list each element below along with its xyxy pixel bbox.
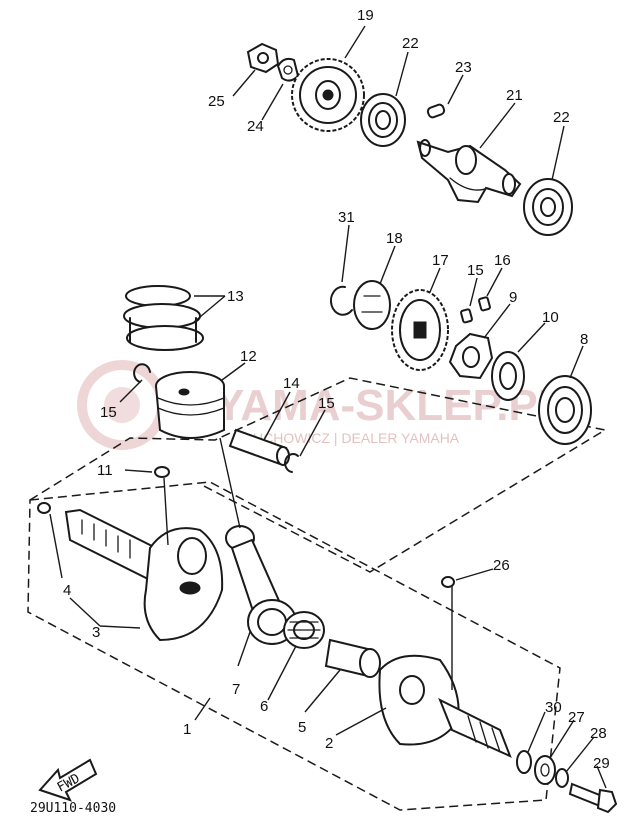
piston-group xyxy=(123,285,299,473)
bearing-22-upper xyxy=(360,93,406,147)
callout-10: 10 xyxy=(542,309,559,326)
callout-7: 7 xyxy=(232,681,240,698)
piston-12 xyxy=(155,371,225,439)
crankshaft-assembly-outline xyxy=(27,481,561,811)
pin-4 xyxy=(37,502,51,514)
circlip-15-right xyxy=(284,453,299,473)
gear-18 xyxy=(391,289,449,371)
leader-lines xyxy=(49,25,607,789)
piston-rings-13 xyxy=(123,285,204,351)
callout-labels: 19 22 23 21 22 25 24 31 18 17 15 16 9 10… xyxy=(63,7,610,772)
nut-9 xyxy=(448,332,494,380)
crank-right-half-2 xyxy=(378,654,512,758)
connecting-rod-7 xyxy=(225,525,297,645)
callout-9: 9 xyxy=(509,289,517,306)
callout-19: 18 xyxy=(386,230,403,247)
callout-15-left: 15 xyxy=(100,404,117,421)
callout-16: 15 xyxy=(467,262,484,279)
callout-5: 5 xyxy=(298,719,306,736)
callout-13: 13 xyxy=(227,288,244,305)
callout-14: 14 xyxy=(283,375,300,392)
pin-17 xyxy=(478,296,491,312)
crankshaft-group xyxy=(37,466,618,814)
washer-28 xyxy=(555,768,569,788)
callout-23: 23 xyxy=(455,59,472,76)
balancer-shaft-group xyxy=(246,42,573,236)
circlip-15-left xyxy=(133,363,151,383)
callout-8: 8 xyxy=(580,331,588,348)
callout-20: 19 xyxy=(357,7,374,24)
pin-26 xyxy=(441,576,455,588)
bearing-8 xyxy=(538,375,592,445)
callout-2: 2 xyxy=(325,735,333,752)
callout-6: 6 xyxy=(260,698,268,715)
callout-1: 1 xyxy=(183,721,191,738)
primary-drive-group xyxy=(329,280,592,445)
callout-22-lower: 22 xyxy=(553,109,570,126)
washer-10 xyxy=(491,351,525,401)
crank-left-half-3 xyxy=(64,508,224,642)
needle-bearing-6 xyxy=(283,611,325,649)
crank-pin-5 xyxy=(324,638,381,678)
nut-25 xyxy=(246,42,280,74)
balancer-shaft-21 xyxy=(416,139,522,204)
callout-15-right: 15 xyxy=(318,395,335,412)
callout-18: 17 xyxy=(432,252,449,269)
bearing-22-lower xyxy=(523,178,573,236)
callout-24: 24 xyxy=(247,118,264,135)
plate-19 xyxy=(353,280,391,330)
bolt-29 xyxy=(568,782,618,814)
pin-16 xyxy=(460,308,473,324)
washer-30 xyxy=(516,750,532,774)
balancer-assembly-outline xyxy=(29,377,608,573)
callout-31: 31 xyxy=(338,209,355,226)
fwd-arrow: FWD xyxy=(38,758,98,802)
callout-29: 29 xyxy=(593,755,610,772)
callout-3: 3 xyxy=(92,624,100,641)
circlip-31 xyxy=(329,285,353,316)
callout-4: 4 xyxy=(63,582,71,599)
part-code: 29U110-4030 xyxy=(30,801,116,816)
key-23 xyxy=(426,103,446,119)
callout-22-upper: 22 xyxy=(402,35,419,52)
callout-26: 26 xyxy=(493,557,510,574)
callout-25: 25 xyxy=(208,93,225,110)
pin-11 xyxy=(154,466,170,478)
callout-30: 30 xyxy=(545,699,562,716)
callout-28: 28 xyxy=(590,725,607,742)
callout-11: 11 xyxy=(97,462,113,479)
callout-17: 16 xyxy=(494,252,511,269)
callout-27: 27 xyxy=(568,709,585,726)
callout-21: 21 xyxy=(506,87,523,104)
lock-washer-24 xyxy=(276,57,300,82)
assembly-outlines xyxy=(27,377,608,811)
washer-27 xyxy=(534,755,556,785)
gear-20 xyxy=(291,58,365,132)
watermark-sub: ROUCHOWICZ | DEALER YAMAHA xyxy=(232,430,460,446)
callout-12: 12 xyxy=(240,348,257,365)
